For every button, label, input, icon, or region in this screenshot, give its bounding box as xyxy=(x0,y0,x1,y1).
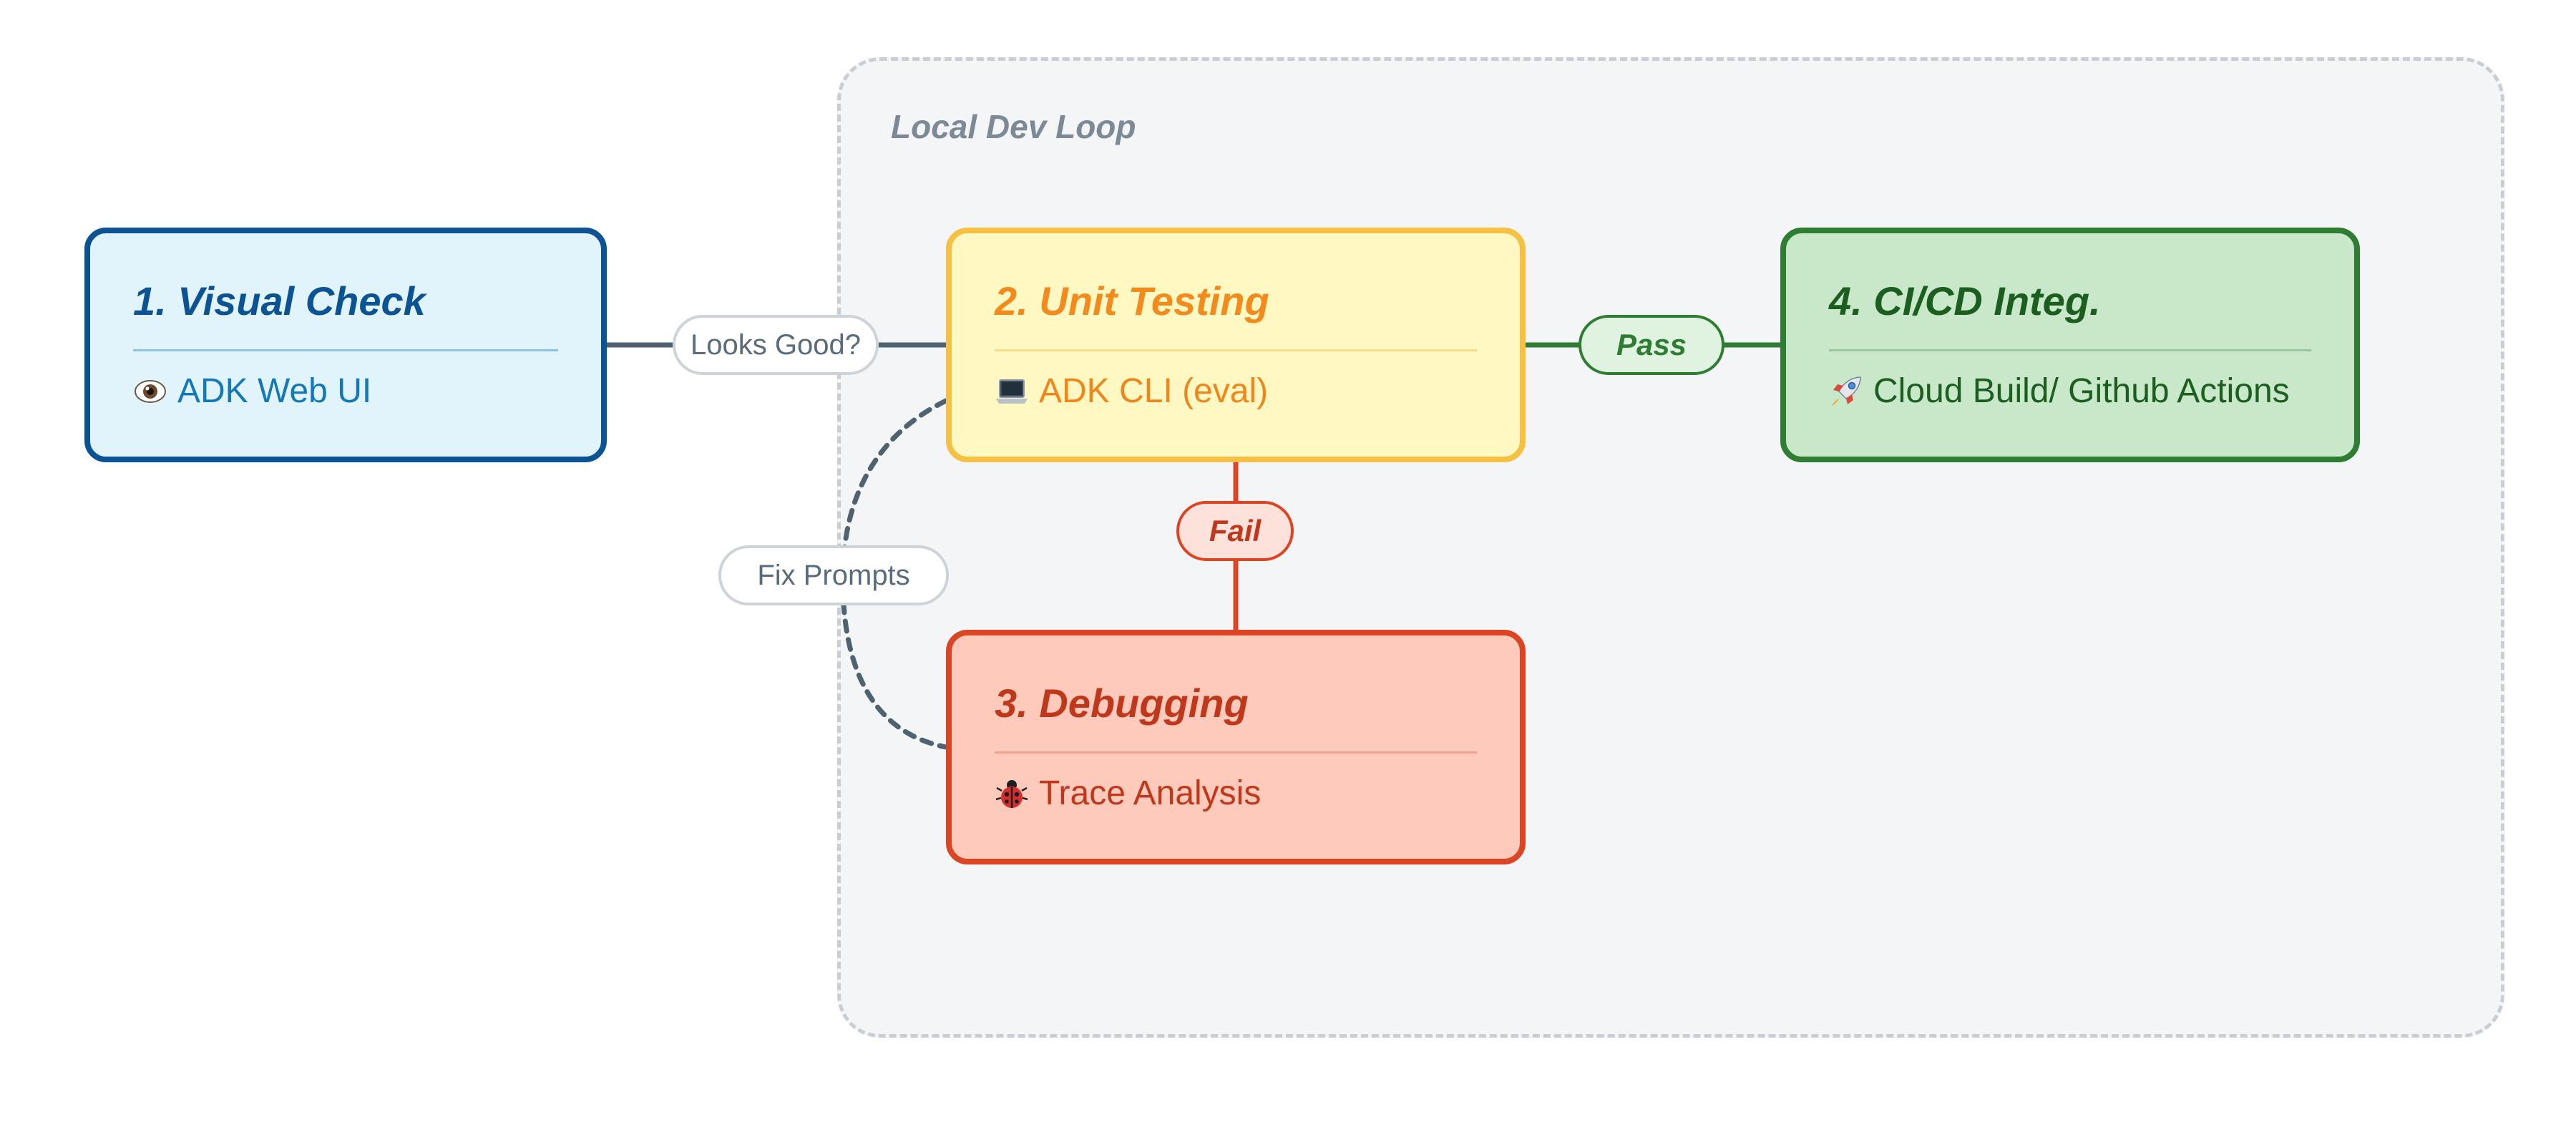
node-subtitle-row: ADK CLI (eval) xyxy=(995,371,1268,411)
rocket-icon xyxy=(1829,374,1863,409)
node-subtitle: Trace Analysis xyxy=(1039,774,1262,812)
edge-label-pass: Pass xyxy=(1579,315,1724,375)
node-subtitle: ADK CLI (eval) xyxy=(1039,372,1269,410)
divider xyxy=(995,349,1477,351)
node-subtitle: Cloud Build/ Github Actions xyxy=(1873,372,2290,410)
divider xyxy=(995,751,1477,754)
edge-label-looks-good: Looks Good? xyxy=(673,315,879,375)
node-subtitle-row: ADK Web UI xyxy=(133,371,371,411)
node-unit-testing[interactable]: 2. Unit Testing ADK CLI (eval) xyxy=(946,228,1526,462)
node-subtitle: ADK Web UI xyxy=(177,372,372,410)
node-subtitle-row: Trace Analysis xyxy=(995,774,1261,813)
node-title: 3. Debugging xyxy=(995,681,1249,726)
laptop-icon xyxy=(995,374,1029,409)
ladybug-icon xyxy=(995,776,1029,811)
node-cicd[interactable]: 4. CI/CD Integ. Cloud Build/ Github Acti… xyxy=(1780,228,2360,462)
node-title: 1. Visual Check xyxy=(133,278,426,323)
node-visual-check[interactable]: 1. Visual Check ADK Web UI xyxy=(84,228,607,462)
node-subtitle-row: Cloud Build/ Github Actions xyxy=(1829,371,2290,411)
node-title: 4. CI/CD Integ. xyxy=(1829,278,2101,323)
node-debugging[interactable]: 3. Debugging Trace Analysis xyxy=(946,630,1526,864)
divider xyxy=(133,349,558,351)
edge-label-fix-prompts: Fix Prompts xyxy=(718,545,949,605)
local-dev-loop-group xyxy=(837,57,2504,1038)
node-title: 2. Unit Testing xyxy=(995,278,1269,323)
group-title: Local Dev Loop xyxy=(891,108,1136,145)
eye-icon xyxy=(133,374,167,409)
edge-label-fail: Fail xyxy=(1176,501,1294,561)
divider xyxy=(1829,349,2311,351)
